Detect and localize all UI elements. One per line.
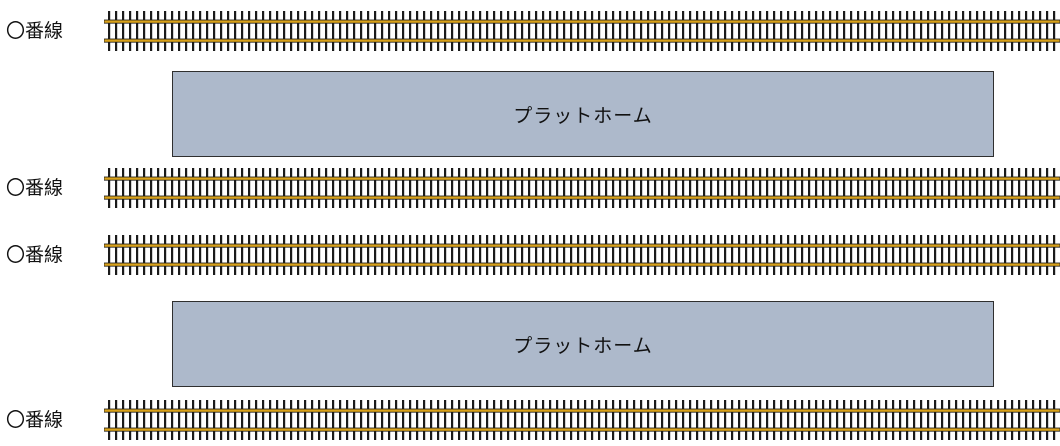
track-sleepers: [108, 235, 1056, 275]
track-label: 〇番線: [6, 20, 64, 42]
lower-rail: [104, 262, 1060, 267]
upper-rail: [104, 19, 1060, 24]
upper-rail: [104, 176, 1060, 181]
track-sleepers: [108, 168, 1056, 208]
platform-label: プラットホーム: [513, 334, 653, 357]
upper-rail: [104, 243, 1060, 248]
track-label: 〇番線: [6, 409, 64, 431]
upper-rail: [104, 408, 1060, 413]
railway-track: [104, 400, 1060, 440]
track-sleepers: [108, 11, 1056, 51]
lower-rail: [104, 195, 1060, 200]
railway-track: [104, 168, 1060, 208]
track-sleepers: [108, 400, 1056, 440]
platform: プラットホーム: [172, 71, 994, 157]
platform: プラットホーム: [172, 301, 994, 387]
railway-track: [104, 11, 1060, 51]
railway-track: [104, 235, 1060, 275]
platform-label: プラットホーム: [513, 104, 653, 127]
lower-rail: [104, 38, 1060, 43]
track-label: 〇番線: [6, 244, 64, 266]
lower-rail: [104, 427, 1060, 432]
track-label: 〇番線: [6, 177, 64, 199]
